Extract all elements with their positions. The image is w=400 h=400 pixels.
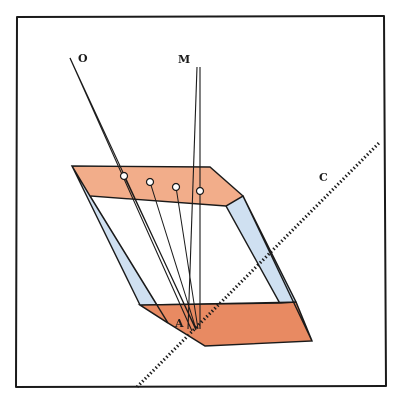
intersection-point-3	[171, 182, 181, 192]
ray-a-upper-mid	[149, 181, 197, 330]
prism-left-edge	[89, 195, 169, 324]
sight-line-m-2	[187, 66, 198, 330]
label-o: O	[78, 52, 88, 65]
prism-right-edge	[242, 195, 313, 342]
label-a: A	[174, 317, 184, 330]
intersection-point-2	[145, 177, 155, 187]
prism-bottom-mirror-face	[137, 301, 314, 347]
intersection-point-1	[119, 171, 129, 181]
beam-c-line	[135, 140, 382, 389]
ray-a-upper-left	[123, 175, 197, 330]
label-c: C	[319, 171, 328, 184]
sight-line-o-2	[69, 57, 193, 332]
prism-top-mirror-face	[70, 165, 245, 207]
intersection-point-4	[195, 186, 205, 196]
outer-frame	[15, 15, 387, 388]
prism-bottom-front-edge	[139, 301, 297, 306]
label-m: M	[178, 53, 190, 66]
ray-a-upper-right	[175, 186, 199, 330]
prism-right-glass-face	[225, 195, 297, 310]
